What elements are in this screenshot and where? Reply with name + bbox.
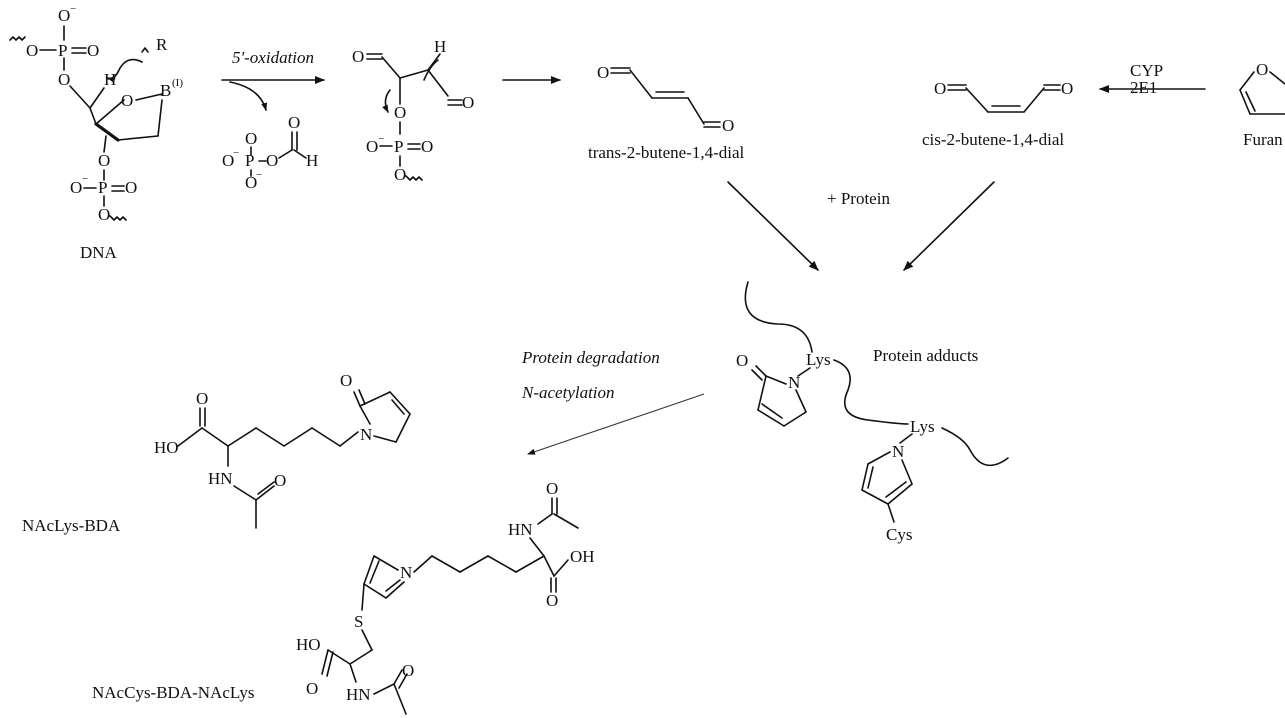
svg-text:O: O (352, 47, 364, 66)
svg-text:O: O (98, 151, 110, 170)
svg-text:O: O (402, 661, 414, 680)
acetylation-label: N-acetylation (521, 383, 615, 402)
protein-adduct-structure: Lys Lys N O N Cys (736, 281, 1009, 544)
dna-label: DNA (80, 243, 118, 262)
svg-text:O: O (288, 113, 300, 132)
svg-text:P: P (58, 41, 67, 60)
svg-text:−: − (70, 3, 76, 15)
cis-dial-structure: O O (934, 79, 1073, 113)
furan-label: Furan (1243, 130, 1283, 149)
svg-text:O: O (546, 479, 558, 498)
svg-text:Lys: Lys (910, 417, 935, 436)
svg-text:HN: HN (208, 469, 233, 488)
svg-text:O: O (70, 178, 82, 197)
svg-text:O: O (736, 351, 748, 370)
svg-text:O: O (1256, 60, 1268, 79)
svg-text:HO: HO (296, 635, 321, 654)
trans-dial-structure: O O (597, 63, 734, 135)
svg-text:P: P (98, 178, 107, 197)
svg-text:N: N (360, 425, 372, 444)
svg-text:O: O (274, 471, 286, 490)
svg-text:HN: HN (346, 685, 371, 704)
svg-text:R: R (156, 35, 168, 54)
svg-text:O: O (87, 41, 99, 60)
svg-text:(I): (I) (172, 77, 183, 89)
svg-text:HN: HN (508, 520, 533, 539)
svg-text:H: H (104, 70, 116, 89)
svg-text:O: O (546, 591, 558, 610)
svg-text:−: − (233, 147, 239, 159)
svg-text:O: O (222, 151, 234, 170)
svg-text:O: O (245, 173, 257, 192)
svg-text:O: O (1061, 79, 1073, 98)
dna-structure: O − O P O O H R O B (I) O P O O (9, 3, 183, 224)
furan-structure: O (1239, 60, 1285, 115)
svg-text:O: O (196, 389, 208, 408)
svg-text:O: O (394, 165, 406, 184)
svg-text:S: S (354, 612, 363, 631)
arrow-trans-to-adduct (727, 181, 819, 271)
arrow-cis-to-adduct (903, 181, 995, 271)
naccys-bda-naclys-structure: N HN O OH O S HO O HN (296, 479, 595, 715)
oxidized-intermediate: O H O O P O O − O (352, 37, 474, 184)
svg-text:P: P (394, 137, 403, 156)
svg-text:H: H (306, 151, 318, 170)
svg-text:O: O (266, 151, 278, 170)
svg-text:O: O (394, 103, 406, 122)
svg-text:5'-oxidation: 5'-oxidation (232, 48, 314, 67)
oxidation-step: 5'-oxidation O O − P O O H O − (221, 48, 325, 192)
cis-dial-label: cis-2-butene-1,4-dial (922, 130, 1064, 149)
svg-text:O: O (421, 137, 433, 156)
svg-text:−: − (378, 133, 384, 145)
svg-text:O: O (366, 137, 378, 156)
protein-adducts-label: Protein adducts (873, 346, 978, 365)
svg-text:O: O (597, 63, 609, 82)
svg-text:O: O (722, 116, 734, 135)
svg-text:O: O (462, 93, 474, 112)
svg-text:O: O (934, 79, 946, 98)
svg-text:O: O (58, 70, 70, 89)
naclys-bda-label: NAcLys-BDA (22, 516, 121, 535)
plus-protein-label: + Protein (827, 189, 890, 208)
svg-text:OH: OH (570, 547, 595, 566)
svg-text:N: N (788, 373, 800, 392)
naccys-bda-naclys-label: NAcCys-BDA-NAcLys (92, 683, 254, 702)
cyp-step: CYP 2E1 (1099, 61, 1206, 97)
svg-text:O: O (306, 679, 318, 698)
svg-text:O: O (98, 205, 110, 224)
trans-dial-label: trans-2-butene-1,4-dial (588, 143, 745, 162)
svg-text:−: − (256, 169, 262, 181)
svg-text:B: B (160, 81, 171, 100)
svg-text:N: N (400, 563, 412, 582)
svg-text:2E1: 2E1 (1130, 78, 1157, 97)
svg-text:O: O (245, 129, 257, 148)
svg-text:CYP: CYP (1130, 61, 1163, 80)
svg-text:O: O (340, 371, 352, 390)
naclys-bda-structure: O HO N O HN O (154, 371, 411, 529)
arrow-to-metabolites (527, 393, 705, 455)
svg-text:N: N (892, 442, 904, 461)
svg-text:−: − (82, 173, 88, 185)
svg-text:HO: HO (154, 438, 179, 457)
svg-text:O: O (26, 41, 38, 60)
svg-text:H: H (434, 37, 446, 56)
svg-text:O: O (125, 178, 137, 197)
svg-text:Lys: Lys (806, 350, 831, 369)
svg-text:P: P (245, 151, 254, 170)
degradation-label: Protein degradation (521, 348, 660, 367)
svg-text:O: O (121, 91, 133, 110)
svg-text:O: O (58, 6, 70, 25)
svg-text:Cys: Cys (886, 525, 912, 544)
